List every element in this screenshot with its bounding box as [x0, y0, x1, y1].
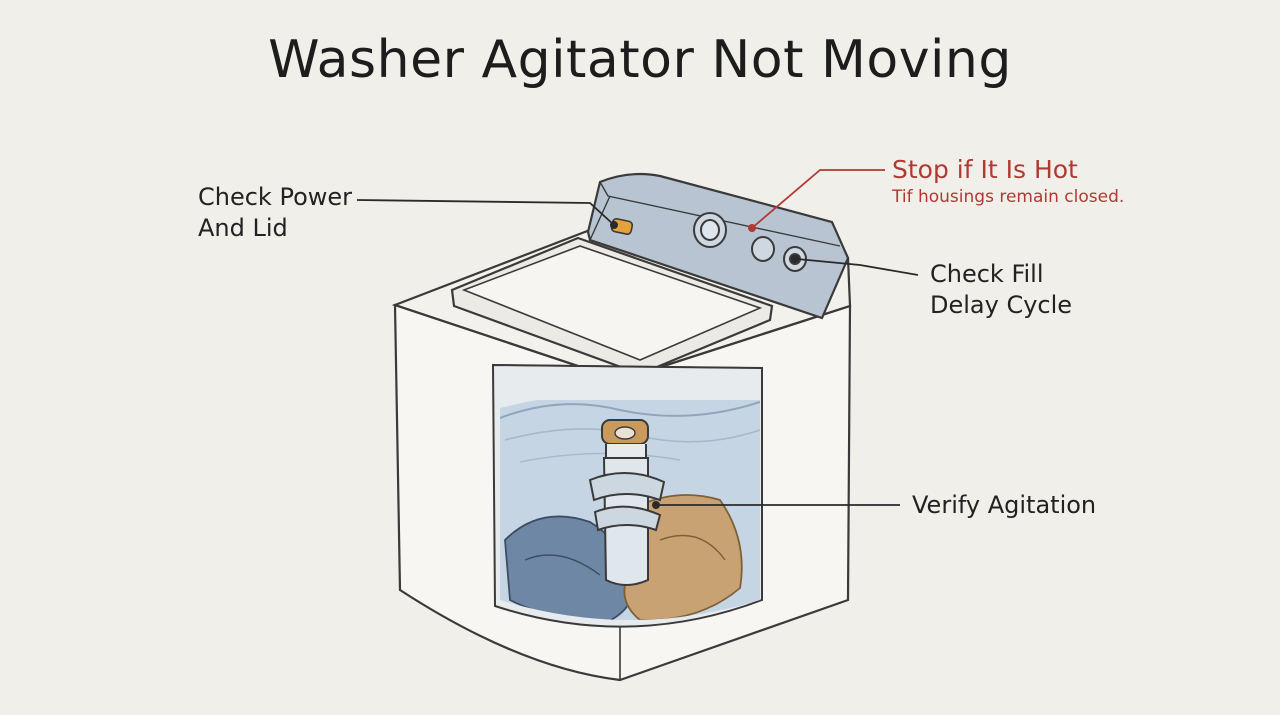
- control-panel: [586, 172, 850, 320]
- callout-verify-agitation-line1: Verify Agitation: [912, 491, 1097, 519]
- callout-check-power-line1: Check Power: [198, 183, 353, 211]
- page-title: Washer Agitator Not Moving: [268, 30, 1012, 90]
- callout-check-fill-line2: Delay Cycle: [930, 291, 1073, 319]
- callout-check-power-line2: And Lid: [198, 214, 288, 242]
- callout-check-fill-line1: Check Fill: [930, 260, 1044, 288]
- callout-stop-if-hot-title: Stop if It Is Hot: [892, 155, 1078, 184]
- callout-verify-agitation: Verify Agitation: [912, 490, 1096, 521]
- callout-stop-if-hot: Stop if It Is Hot Tif housings remain cl…: [892, 154, 1124, 209]
- agitator: [588, 419, 666, 586]
- washer-lid: [450, 236, 774, 376]
- leader-lines: [356, 169, 919, 509]
- callout-check-fill: Check Fill Delay Cycle: [930, 259, 1072, 321]
- control-knobs: [693, 212, 807, 272]
- leader-power: [356, 199, 615, 226]
- callout-stop-if-hot-subtitle: Tif housings remain closed.: [892, 187, 1125, 207]
- leader-fill: [796, 258, 919, 276]
- leader-hot: [751, 169, 885, 229]
- callout-check-power: Check Power And Lid: [198, 182, 352, 244]
